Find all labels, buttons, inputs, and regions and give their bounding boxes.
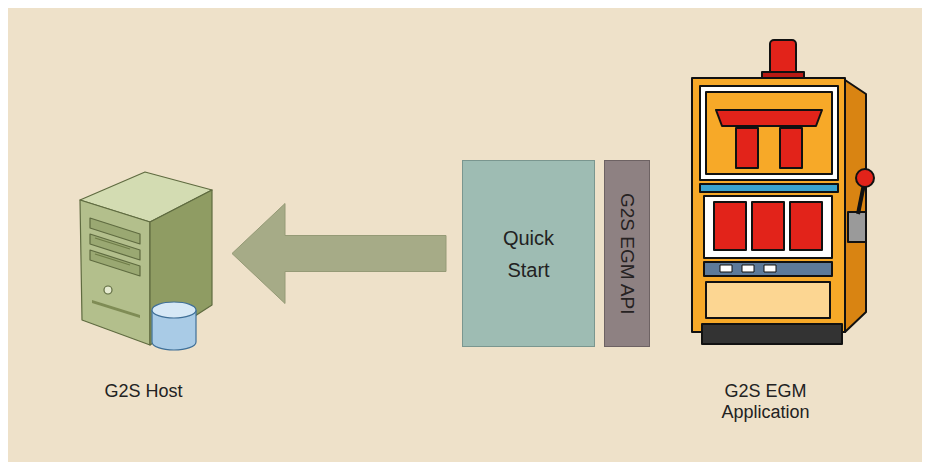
text-group: Quick Start (489, 222, 569, 286)
machine-node: G2S EGM Application (658, 30, 873, 430)
box-label: Quick Start (489, 222, 569, 286)
server-node: G2S Host (55, 165, 232, 410)
database-icon (152, 302, 196, 350)
text-group: G2S Host (55, 381, 232, 402)
background-panel (8, 8, 922, 462)
icon-caption: G2S Host (59, 381, 229, 402)
text-group: G2S EGM API (615, 193, 639, 314)
api-label: G2S EGM API (615, 193, 639, 314)
slot-machine-icon (692, 40, 874, 344)
api-box: G2S EGM API (604, 160, 650, 347)
text-group: G2S EGM Application (658, 381, 873, 423)
flow-arrow (232, 204, 446, 304)
module-box: Quick Start (462, 160, 595, 347)
icon-caption: G2S EGM Application (706, 381, 826, 423)
